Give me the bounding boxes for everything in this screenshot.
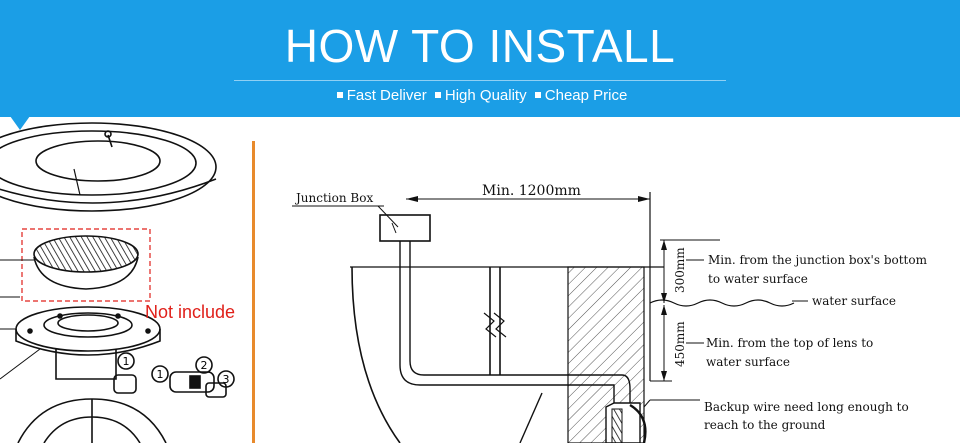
part-number-1b: 1 — [157, 368, 164, 381]
bullet-square-icon — [434, 92, 441, 99]
tag-cheap-price: Cheap Price — [544, 87, 628, 104]
water-surface-line — [649, 299, 795, 307]
pool-section-diagram — [292, 192, 808, 443]
part-number-3: 3 — [223, 373, 230, 386]
note-lens-line1: Min. from the top of lens to — [706, 336, 873, 350]
lamp-part — [0, 235, 139, 290]
header-banner: HOW TO INSTALL Fast Deliver High Quality… — [0, 0, 960, 117]
note-junction-line2: to water surface — [708, 272, 808, 286]
bullet-square-icon — [336, 92, 343, 99]
exploded-parts-view — [0, 122, 235, 443]
part-number-1: 1 — [123, 355, 130, 368]
not-included-box — [21, 228, 151, 302]
note-lens-line2: water surface — [706, 355, 790, 369]
page-title: HOW TO INSTALL — [284, 20, 676, 72]
dimension-300: 300mm — [673, 247, 687, 293]
installation-drawing: 1 1 2 3 Not include — [0, 122, 928, 443]
note-wire-line1: Backup wire need long enough to — [704, 400, 909, 414]
distance-label: Min. 1200mm — [482, 183, 581, 199]
feature-tags: Fast Deliver High Quality Cheap Price — [0, 86, 960, 106]
cable-gland-parts — [113, 352, 235, 398]
note-wire-line2: reach to the ground — [704, 418, 826, 432]
panel-divider — [252, 141, 255, 443]
junction-box-label: Junction Box — [294, 191, 373, 205]
dimension-450: 450mm — [673, 321, 687, 367]
tag-fast-deliver: Fast Deliver — [346, 87, 427, 104]
tag-high-quality: High Quality — [444, 87, 527, 104]
bullet-square-icon — [534, 92, 541, 99]
not-include-label: Not include — [145, 302, 235, 322]
face-ring-part — [0, 122, 217, 212]
housing-part — [0, 296, 161, 380]
niche-part — [17, 398, 167, 443]
junction-box — [379, 214, 431, 242]
part-number-2: 2 — [201, 359, 208, 372]
note-junction-line1: Min. from the junction box's bottom — [708, 253, 928, 267]
banner-notch — [10, 116, 30, 130]
title-underline — [234, 80, 726, 81]
water-surface-label: water surface — [812, 294, 896, 308]
